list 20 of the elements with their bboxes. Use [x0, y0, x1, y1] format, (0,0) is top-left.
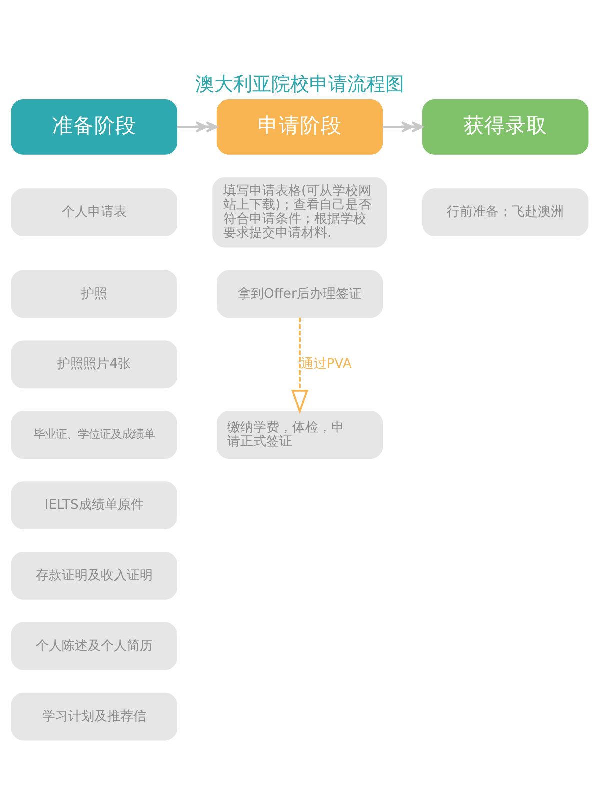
node-box: IELTS成绩单原件 — [11, 481, 178, 529]
node-box: 护照 — [11, 270, 178, 318]
arrow — [382, 121, 424, 132]
node-box: 毕业证、学位证及成绩单 — [11, 410, 178, 459]
node-box: 存款证明及收入证明 — [11, 552, 178, 600]
node-box: 学习计划及推荐信 — [11, 692, 178, 740]
node-box: 获得录取 — [422, 98, 589, 154]
edge-label: 通过PVA — [300, 356, 352, 372]
node-box: 填写申请表格(可从学校网站上下载)；查看自己是否符合申请条件；根据学校要求提交申请材料. — [212, 176, 388, 248]
node-box: 申请阶段 — [216, 98, 384, 154]
diagram-title: 澳大利亚院校申请流程图 — [196, 74, 404, 96]
arrow — [177, 121, 218, 132]
node-box: 护照照片4张 — [11, 340, 178, 388]
node-box: 个人申请表 — [11, 188, 178, 236]
node-box: 个人陈述及个人简历 — [11, 622, 178, 670]
node-box: 行前准备；飞赴澳洲 — [422, 188, 589, 236]
node-box: 拿到Offer后办理签证 — [216, 270, 384, 318]
node-box: 准备阶段 — [11, 98, 178, 154]
arrow — [291, 317, 309, 414]
node-box: 缴纳学费，体检，申请正式签证 — [216, 410, 384, 459]
